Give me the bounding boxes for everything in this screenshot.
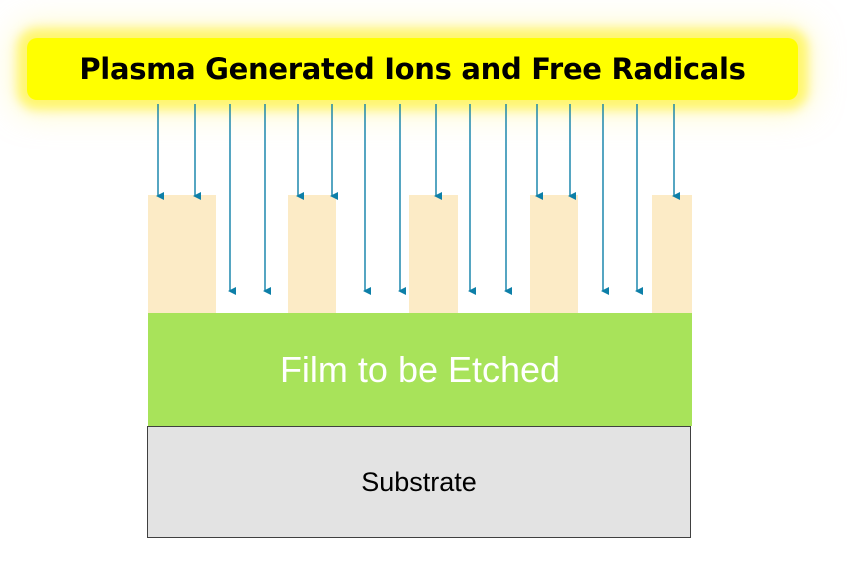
mask-block [409, 195, 458, 313]
banner-title: Plasma Generated Ions and Free Radicals [79, 52, 746, 86]
plasma-banner: Plasma Generated Ions and Free Radicals [27, 38, 798, 100]
mask-block [288, 195, 336, 313]
mask-block [530, 195, 578, 313]
mask-block [148, 195, 216, 313]
film-layer: Film to be Etched [148, 313, 692, 426]
mask-block [652, 195, 692, 313]
substrate-layer: Substrate [147, 426, 691, 538]
substrate-label: Substrate [361, 466, 477, 497]
film-label: Film to be Etched [279, 348, 561, 390]
